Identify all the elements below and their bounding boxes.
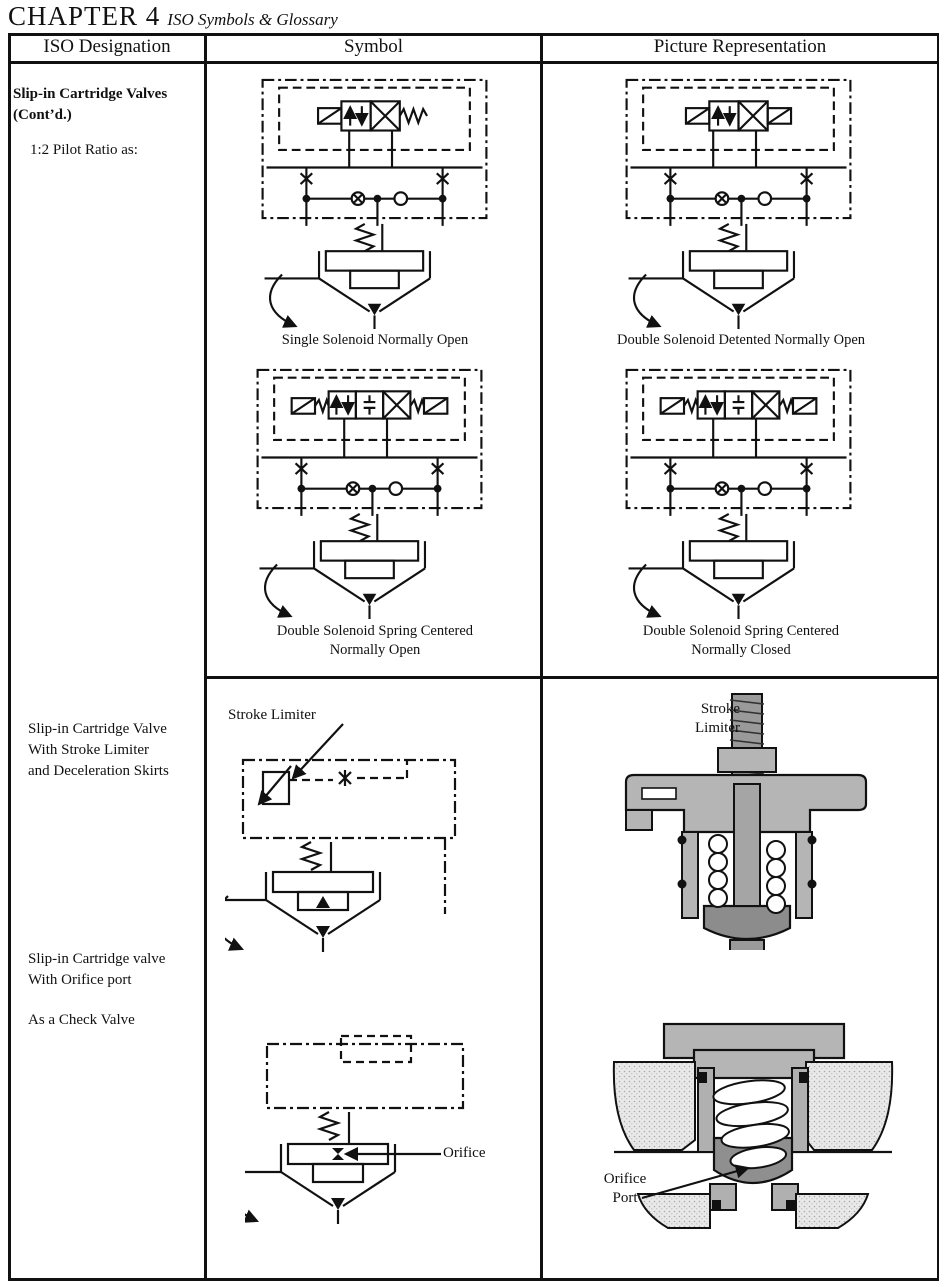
table-border-top bbox=[8, 33, 939, 36]
header-divider bbox=[8, 61, 939, 64]
orifice-port-cutaway-picture bbox=[612, 1022, 894, 1229]
symbol1-caption: Single Solenoid Normally Open bbox=[281, 332, 469, 348]
chapter-heading: CHAPTER 4 ISO Symbols & Glossary bbox=[8, 1, 338, 32]
single-solenoid-normally-open-symbol-diagram bbox=[261, 78, 488, 331]
header-iso-designation: ISO Designation bbox=[43, 36, 171, 57]
symbol2-caption: Double Solenoid Spring Centered Normally… bbox=[276, 623, 474, 658]
table-border-right bbox=[936, 33, 939, 1280]
col-divider-1 bbox=[204, 33, 207, 1280]
double-solenoid-spring-centered-open-symbol-diagram bbox=[256, 368, 483, 621]
orifice-symbol-label: Orifice bbox=[443, 1145, 486, 1161]
chapter-subtitle: ISO Symbols & Glossary bbox=[167, 10, 338, 29]
stroke-limiter-symbol-diagram bbox=[225, 723, 457, 954]
header-picture-representation: Picture Representation bbox=[653, 36, 827, 57]
table-border-left bbox=[8, 33, 11, 1280]
table-border-bottom bbox=[8, 1278, 939, 1281]
row-divider bbox=[204, 676, 939, 679]
designation-check-valve: As a Check Valve bbox=[28, 1012, 135, 1028]
stroke-limiter-picture-label: Stroke Limiter bbox=[695, 701, 740, 736]
picture2-caption: Double Solenoid Spring Centered Normally… bbox=[642, 623, 840, 658]
designation-stroke-limiter: Slip-in Cartridge Valve With Stroke Limi… bbox=[28, 721, 169, 779]
stroke-limiter-cutaway-picture bbox=[624, 693, 868, 950]
picture1-caption: Double Solenoid Detented Normally Open bbox=[616, 332, 866, 348]
designation-pilot-ratio-note: 1:2 Pilot Ratio as: bbox=[30, 142, 138, 158]
chapter-title: CHAPTER 4 bbox=[8, 1, 161, 31]
stroke-limiter-symbol-label: Stroke Limiter bbox=[228, 707, 316, 723]
double-solenoid-spring-centered-closed-picture-diagram bbox=[625, 368, 852, 621]
orifice-check-valve-symbol-diagram bbox=[245, 1034, 465, 1232]
designation-cartridge-valves-contd: Slip-in Cartridge Valves (Cont’d.) bbox=[13, 86, 168, 123]
designation-orifice-port: Slip-in Cartridge valve With Orifice por… bbox=[28, 951, 166, 988]
header-symbol: Symbol bbox=[343, 36, 404, 57]
col-divider-2 bbox=[540, 33, 543, 1280]
double-solenoid-detented-open-picture-diagram bbox=[625, 78, 852, 331]
orifice-port-picture-label: Orifice Port bbox=[603, 1171, 647, 1206]
